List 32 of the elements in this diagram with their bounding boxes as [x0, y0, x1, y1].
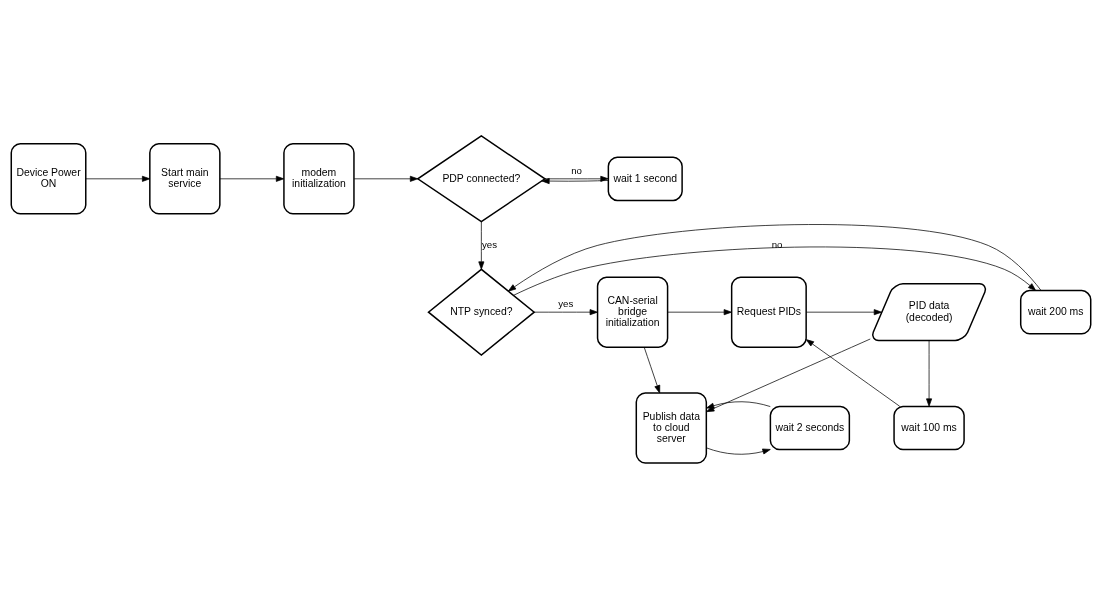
- edge-label: yes: [558, 297, 574, 309]
- node-box: wait 1 second: [607, 155, 683, 201]
- arrow: [219, 175, 285, 182]
- node-box: wait 100 ms: [893, 405, 965, 450]
- node-box: Publish data to cloud server: [635, 391, 708, 464]
- arrow: [353, 175, 419, 182]
- arrow: [806, 308, 882, 315]
- arrow: [541, 177, 609, 184]
- node-box: wait 200 ms: [1019, 289, 1092, 334]
- node-box: Start main service: [149, 142, 221, 215]
- node-box: wait 2 seconds: [769, 405, 851, 450]
- arrow: [805, 338, 901, 407]
- arrow: [507, 223, 1042, 291]
- edge-label: yes: [482, 238, 498, 250]
- node-diamond: NTP synced?: [427, 267, 536, 356]
- arrow: [85, 175, 151, 182]
- arrow: [544, 175, 609, 182]
- node-box: Request PIDs: [730, 275, 807, 348]
- arrow: [513, 246, 1037, 296]
- arrow: [533, 308, 598, 315]
- arrow: [706, 400, 771, 409]
- edge-label: no: [771, 238, 783, 250]
- arrow: [478, 221, 485, 270]
- arrow: [926, 339, 933, 407]
- node-diamond: PDP connected?: [416, 134, 547, 223]
- arrow: [706, 447, 771, 455]
- node-box: modem initialization: [283, 142, 355, 215]
- arrow: [643, 346, 661, 393]
- edge-label: no: [571, 164, 582, 176]
- node-box: Device Power ON: [10, 142, 87, 215]
- node-box: CAN-serial bridge initialization: [596, 275, 669, 348]
- arrow: [667, 308, 732, 315]
